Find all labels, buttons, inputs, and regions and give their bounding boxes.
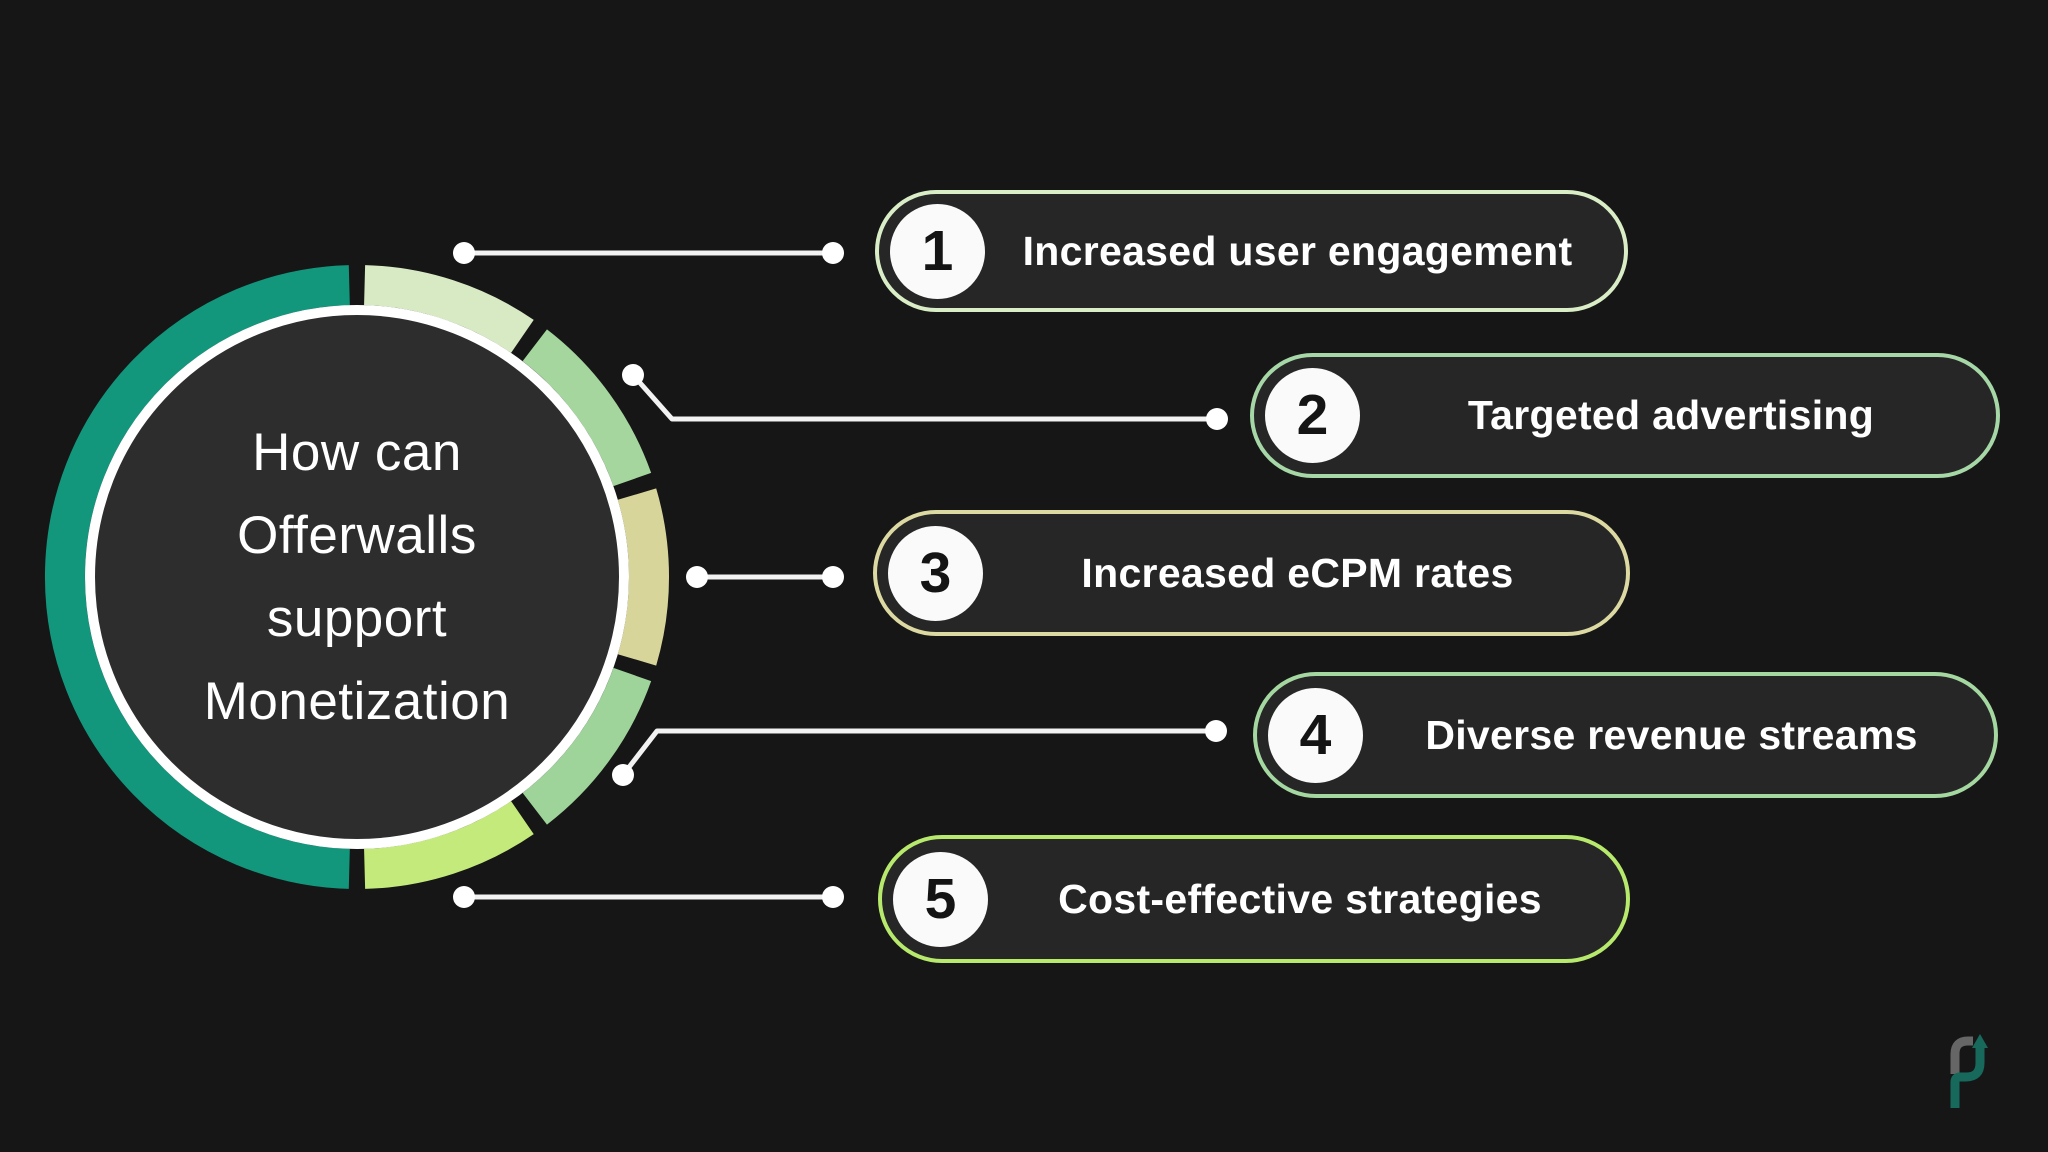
ring-segment-3 — [617, 488, 670, 666]
item-number: 5 — [924, 866, 957, 931]
item-number-badge: 1 — [890, 203, 985, 299]
item-number: 1 — [921, 218, 954, 283]
connector-dots — [453, 242, 1228, 908]
ring-segment-2 — [522, 329, 652, 487]
connector-dot — [1206, 408, 1228, 430]
logo-p-teal-path — [1950, 1046, 1985, 1108]
connector-dot — [453, 242, 475, 264]
connector-line-2 — [631, 373, 1217, 422]
item-label: Targeted advertising — [1467, 392, 1875, 438]
ring-left-half-arc — [44, 265, 350, 889]
item-label: Increased eCPM rates — [1081, 549, 1514, 596]
monetization-ring — [44, 265, 670, 889]
connector-dot — [622, 364, 644, 386]
item-number: 3 — [919, 540, 952, 605]
logo-p-gray-path — [1950, 1036, 1973, 1074]
item-label: Increased user engagement — [1022, 227, 1573, 274]
ring-segment-1 — [363, 265, 534, 354]
item-pill-2: 2 Targeted advertising — [1250, 353, 2000, 478]
connector-dot — [612, 764, 634, 786]
connector-dot — [686, 566, 708, 588]
item-pill-4: 4 Diverse revenue streams — [1253, 672, 1998, 798]
center-title: How can Offerwalls support Monetization — [203, 423, 511, 731]
item-pill-3: 3 Increased eCPM rates — [873, 510, 1630, 636]
logo-arrowhead-icon — [1972, 1034, 1988, 1048]
connector-dot — [822, 566, 844, 588]
item-number-badge: 3 — [888, 525, 983, 621]
item-number: 2 — [1296, 383, 1329, 447]
connector-dot — [1205, 720, 1227, 742]
item-label: Diverse revenue streams — [1425, 711, 1918, 758]
item-number-badge: 5 — [893, 851, 988, 947]
item-pill-5: 5 Cost-effective strategies — [878, 835, 1630, 963]
item-pill-1: 1 Increased user engagement — [875, 190, 1628, 312]
ring-segment-5 — [363, 800, 534, 889]
connector-lines — [464, 250, 1217, 900]
ring-inner-circle — [85, 305, 629, 849]
connector-dot — [822, 886, 844, 908]
connector-dot — [822, 242, 844, 264]
connector-line-4 — [621, 728, 1216, 777]
item-number-badge: 2 — [1265, 368, 1360, 463]
p-arrow-logo — [1950, 1034, 1988, 1108]
item-number-badge: 4 — [1268, 687, 1363, 783]
item-number: 4 — [1299, 702, 1332, 767]
ring-segment-4 — [522, 667, 652, 825]
item-label: Cost-effective strategies — [1058, 875, 1542, 922]
connector-dot — [453, 886, 475, 908]
